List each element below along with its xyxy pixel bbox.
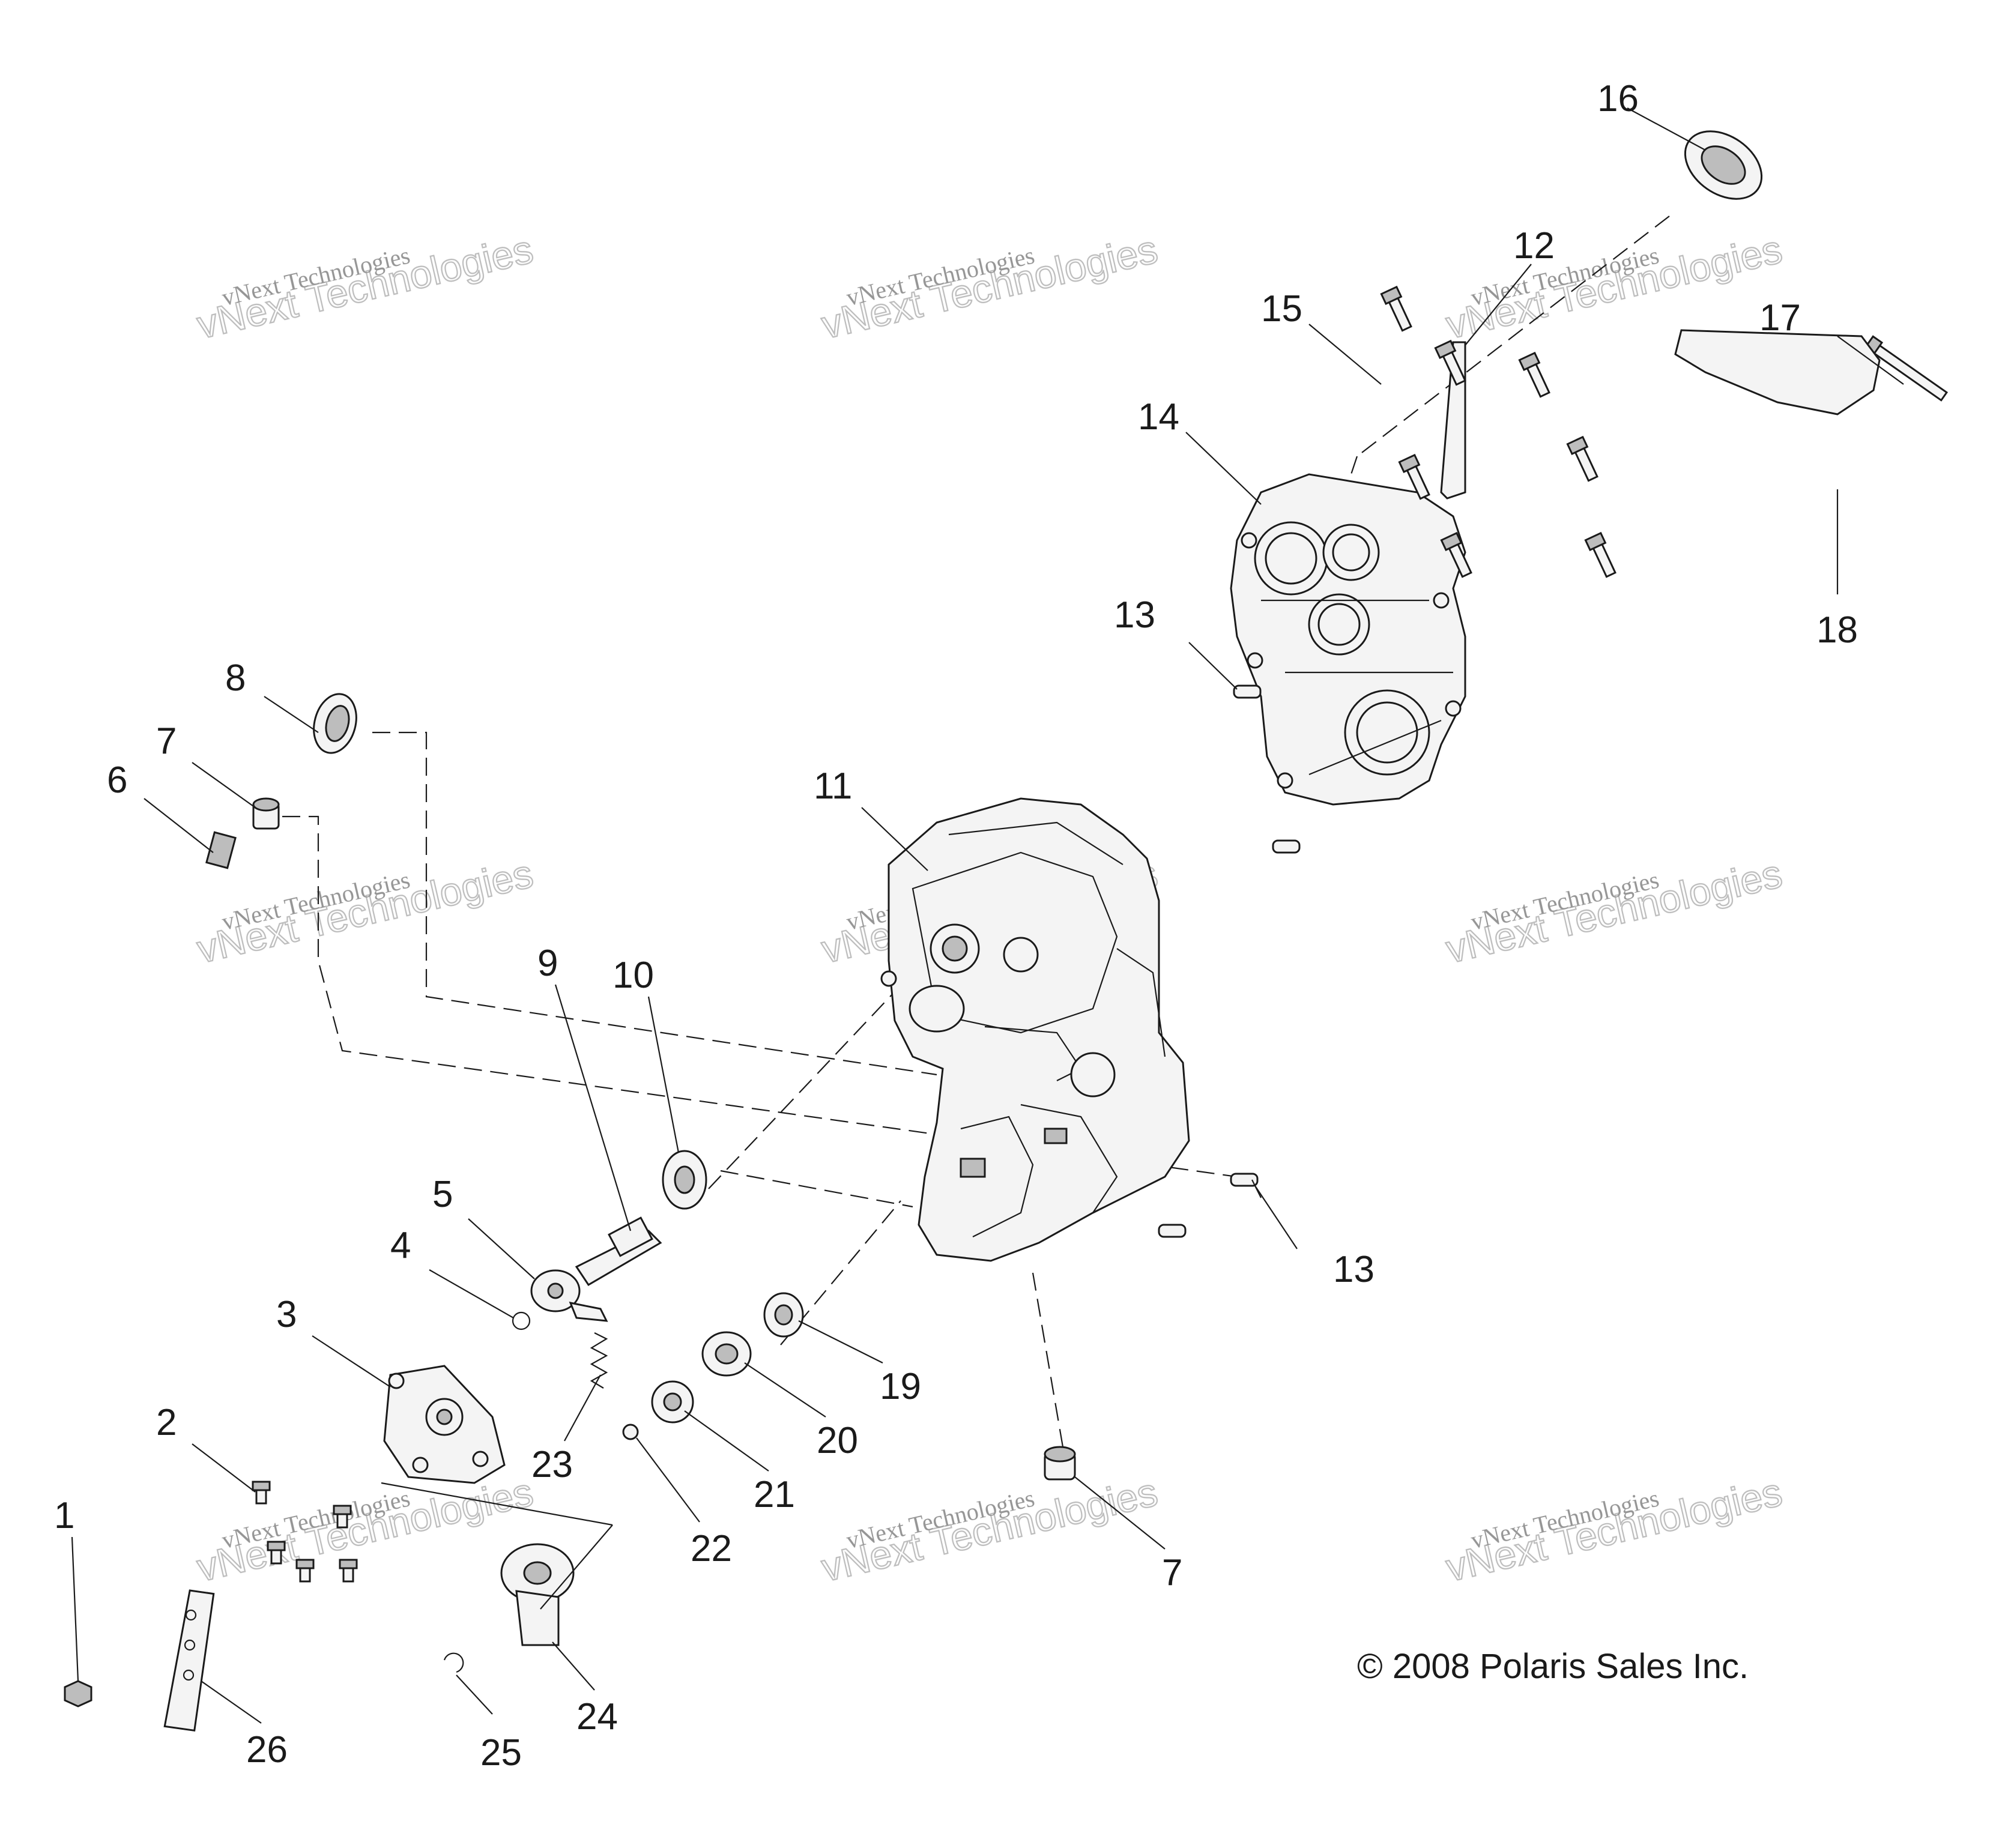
watermark: vNext Technologies vNext Technologies (817, 226, 1162, 348)
part-11-transmission-case (880, 797, 1190, 1262)
part-7-plug-upper (252, 797, 280, 830)
watermark: vNext Technologies vNext Technologies (192, 226, 537, 348)
leader-lines (71, 107, 1904, 1724)
callout-1: 1 (54, 1495, 74, 1536)
watermark: vNext Technologies vNext Technologies (817, 1469, 1162, 1590)
watermark: vNext Technologies vNext Technologies (1441, 850, 1786, 972)
copyright-text: © 2008 Polaris Sales Inc. (1357, 1647, 1749, 1686)
callout-10: 10 (612, 955, 654, 996)
callout-labels: 16 12 15 17 14 13 18 8 7 6 11 9 10 5 4 1… (54, 78, 1858, 1774)
callout-2: 2 (156, 1402, 177, 1443)
part-9-shaft (575, 1216, 662, 1287)
callout-26: 26 (246, 1729, 288, 1771)
part-20-bearing (701, 1331, 752, 1377)
part-21-gear (651, 1380, 694, 1424)
part-6-filter (205, 831, 237, 869)
callout-9: 9 (537, 943, 558, 984)
part-23-spring (590, 1332, 608, 1389)
callout-24: 24 (576, 1696, 618, 1738)
callout-13-upper: 13 (1114, 594, 1155, 636)
callout-25: 25 (480, 1732, 522, 1774)
part-1-nut (64, 1680, 92, 1708)
callout-7-upper: 7 (156, 720, 177, 762)
part-18-bracket (1674, 329, 1881, 415)
part-10-gear (662, 1150, 707, 1210)
callout-15: 15 (1261, 288, 1302, 330)
callout-12: 12 (1513, 225, 1555, 267)
part-5-cam (530, 1269, 608, 1322)
part-24-actuator (500, 1543, 575, 1646)
callout-6: 6 (107, 759, 127, 801)
callout-8: 8 (225, 657, 246, 699)
part-4-ring (512, 1311, 531, 1330)
callout-5: 5 (432, 1174, 453, 1215)
callout-21: 21 (754, 1474, 795, 1515)
watermark: vNext Technologies vNext Technologies (1441, 1469, 1786, 1590)
part-15-bolts (1380, 285, 1616, 578)
callout-3: 3 (276, 1294, 297, 1335)
callout-4: 4 (390, 1225, 411, 1266)
part-8-seal (313, 693, 357, 754)
part-25-clip (443, 1652, 464, 1673)
part-14-case-cover (1230, 473, 1466, 806)
callout-18: 18 (1816, 609, 1858, 651)
watermark: vNext Technologies vNext Technologies (192, 850, 537, 972)
watermark: vNext Technologies vNext Technologies (1441, 226, 1786, 348)
part-3-cover-plate (383, 1365, 506, 1484)
callout-16: 16 (1597, 78, 1639, 119)
part-7-plug-lower (1044, 1446, 1076, 1481)
part-16-seal (1684, 130, 1763, 200)
callout-23: 23 (531, 1444, 573, 1485)
part-2-bolts (252, 1481, 358, 1583)
part-26-bracket (163, 1589, 215, 1732)
callout-14: 14 (1138, 396, 1179, 438)
callout-7-lower: 7 (1162, 1552, 1182, 1593)
callout-13-lower: 13 (1333, 1249, 1375, 1290)
part-19-gear (763, 1292, 804, 1338)
callout-22: 22 (691, 1528, 732, 1569)
callout-20: 20 (817, 1420, 858, 1461)
part-13-dowels (1158, 684, 1301, 1238)
part-22-washer (622, 1424, 639, 1440)
callout-11: 11 (814, 765, 852, 807)
callout-19: 19 (880, 1366, 921, 1407)
callout-17: 17 (1759, 297, 1801, 339)
